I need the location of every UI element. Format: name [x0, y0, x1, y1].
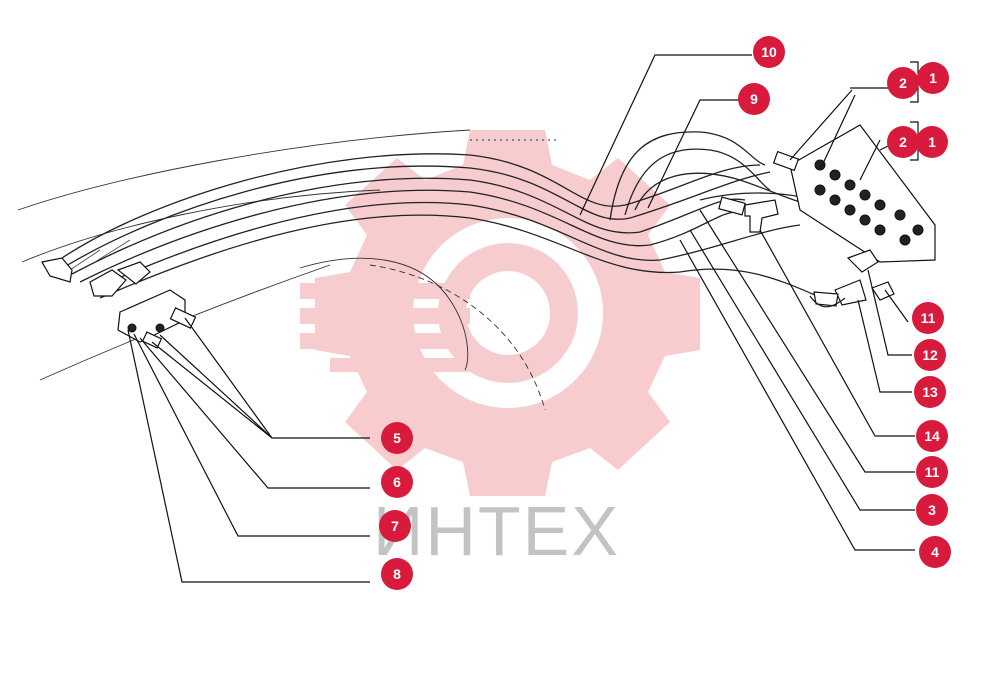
- callout-1-lower: 1: [916, 126, 948, 158]
- callout-10: 10: [753, 36, 785, 68]
- svg-text:6: 6: [393, 474, 401, 490]
- callout-12: 12: [914, 339, 946, 371]
- svg-text:4: 4: [931, 544, 939, 560]
- svg-text:12: 12: [922, 347, 938, 363]
- hose-bundle: [61, 131, 831, 299]
- callout-11-upper: 11: [912, 302, 944, 334]
- svg-text:1: 1: [929, 70, 937, 86]
- callout-4: 4: [919, 536, 951, 568]
- left-plate-assembly: [41, 257, 197, 349]
- watermark-text: ИНТЕХ: [373, 492, 620, 570]
- callout-13: 13: [914, 376, 946, 408]
- svg-text:10: 10: [761, 44, 777, 60]
- callout-8: 8: [381, 558, 413, 590]
- callout-2-top: 2: [887, 67, 919, 99]
- svg-text:2: 2: [899, 75, 907, 91]
- callout-2-lower: 2: [887, 126, 919, 158]
- svg-text:11: 11: [925, 464, 940, 480]
- callout-1-top: 1: [917, 62, 949, 94]
- svg-text:2: 2: [899, 134, 907, 150]
- svg-text:7: 7: [391, 518, 399, 534]
- callout-3: 3: [916, 494, 948, 526]
- svg-text:13: 13: [922, 384, 938, 400]
- callout-14: 14: [916, 420, 948, 452]
- callout-11-lower: 11: [916, 456, 948, 488]
- watermark-gear-logo: [300, 130, 700, 496]
- svg-text:14: 14: [924, 428, 940, 444]
- callout-6: 6: [381, 466, 413, 498]
- svg-text:9: 9: [750, 91, 758, 107]
- callout-9: 9: [738, 83, 770, 115]
- callout-7: 7: [379, 510, 411, 542]
- svg-text:3: 3: [928, 502, 936, 518]
- svg-text:5: 5: [393, 430, 401, 446]
- svg-text:11: 11: [921, 310, 936, 326]
- svg-text:8: 8: [393, 566, 401, 582]
- callout-5: 5: [381, 422, 413, 454]
- right-valve-block: [718, 124, 936, 308]
- svg-text:1: 1: [928, 134, 936, 150]
- valve-ports: [814, 159, 924, 246]
- leader-lines: [127, 54, 919, 583]
